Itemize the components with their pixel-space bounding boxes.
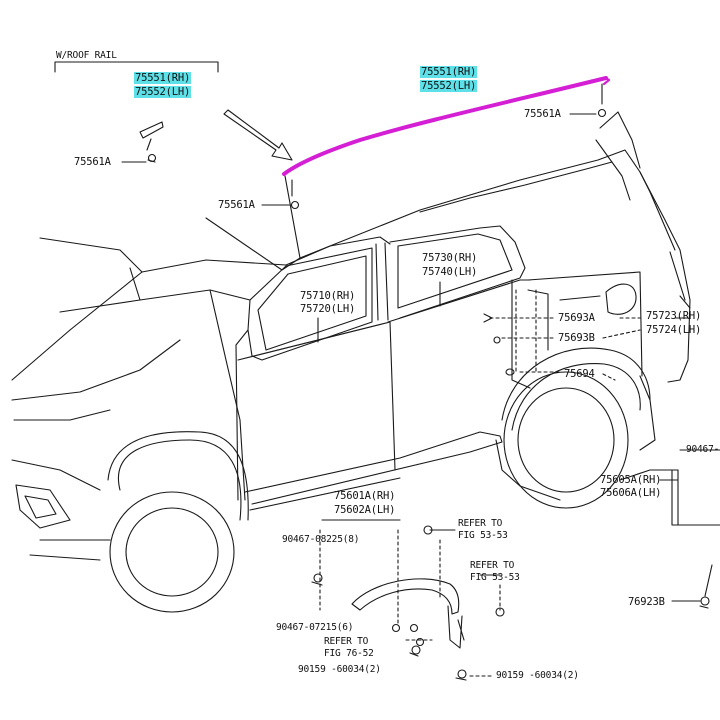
part-label-fender-rh[interactable]: 75601A(RH) bbox=[334, 490, 396, 502]
part-label-clip-b[interactable]: 75693B bbox=[558, 332, 595, 344]
part-label-clip-left[interactable]: 75561A bbox=[74, 156, 111, 168]
part-label-bolt-2[interactable]: 90159 -60034(2) bbox=[496, 670, 579, 681]
ref-label-3-line2[interactable]: FIG 76-52 bbox=[324, 648, 374, 659]
ref-label-1-line1[interactable]: REFER TO bbox=[458, 518, 503, 529]
ref-label-2-line1[interactable]: REFER TO bbox=[470, 560, 515, 571]
fender-molding-assembly bbox=[311, 313, 713, 681]
part-label-screw-2[interactable]: 90467-07215(6) bbox=[276, 622, 354, 633]
part-label-front-door-rh[interactable]: 75710(RH) bbox=[300, 290, 356, 302]
leader-lines bbox=[121, 113, 720, 602]
part-label-clip-a[interactable]: 75693A bbox=[558, 312, 595, 324]
roof-rail-detail-part bbox=[139, 121, 164, 163]
part-label-roof-rail-lh[interactable]: 75552(LH) bbox=[420, 80, 478, 92]
part-label-roof-rail-rh[interactable]: 75551(RH) bbox=[420, 66, 478, 78]
dashed-leaders bbox=[319, 289, 641, 677]
part-label-quarter-lh[interactable]: 75724(LH) bbox=[646, 324, 702, 336]
part-label-clip-far[interactable]: 76923B bbox=[628, 596, 665, 608]
ref-label-3-line1[interactable]: REFER TO bbox=[324, 636, 369, 647]
part-label-roof-rail-lh-detail[interactable]: 75552(LH) bbox=[134, 86, 192, 98]
ref-label-2-line2[interactable]: FIG 53-53 bbox=[470, 572, 520, 583]
part-label-screw-1[interactable]: 90467-08225(8) bbox=[282, 534, 360, 545]
roof-rail-highlight bbox=[282, 76, 608, 176]
part-label-clip-front[interactable]: 75561A bbox=[218, 199, 255, 211]
variant-header: W/ROOF RAIL bbox=[56, 50, 117, 61]
part-label-bolt-1[interactable]: 90159 -60034(2) bbox=[298, 664, 381, 675]
part-label-rear-door-rh[interactable]: 75730(RH) bbox=[422, 252, 478, 264]
variant-bracket bbox=[54, 61, 219, 73]
part-label-rear-door-lh[interactable]: 75740(LH) bbox=[422, 266, 478, 278]
part-label-clip-rear[interactable]: 75561A bbox=[524, 108, 561, 120]
part-label-rocker-rh[interactable]: 75605A(RH) bbox=[600, 474, 662, 486]
part-label-rocker-lh[interactable]: 75606A(LH) bbox=[600, 487, 662, 499]
clip-marks bbox=[290, 83, 607, 210]
vehicle-body bbox=[11, 111, 691, 613]
roof-rail-end bbox=[602, 76, 611, 86]
part-label-edge-code[interactable]: 90467- bbox=[686, 444, 720, 455]
ref-label-1-line2[interactable]: FIG 53-53 bbox=[458, 530, 508, 541]
part-label-fender-lh[interactable]: 75602A(LH) bbox=[334, 504, 396, 516]
part-label-roof-rail-rh-detail[interactable]: 75551(RH) bbox=[134, 72, 192, 84]
part-label-quarter-rh[interactable]: 75723(RH) bbox=[646, 310, 702, 322]
part-label-clip-c[interactable]: 75694 bbox=[564, 368, 595, 380]
detail-arrow bbox=[223, 109, 293, 161]
part-label-front-door-lh[interactable]: 75720(LH) bbox=[300, 303, 356, 315]
